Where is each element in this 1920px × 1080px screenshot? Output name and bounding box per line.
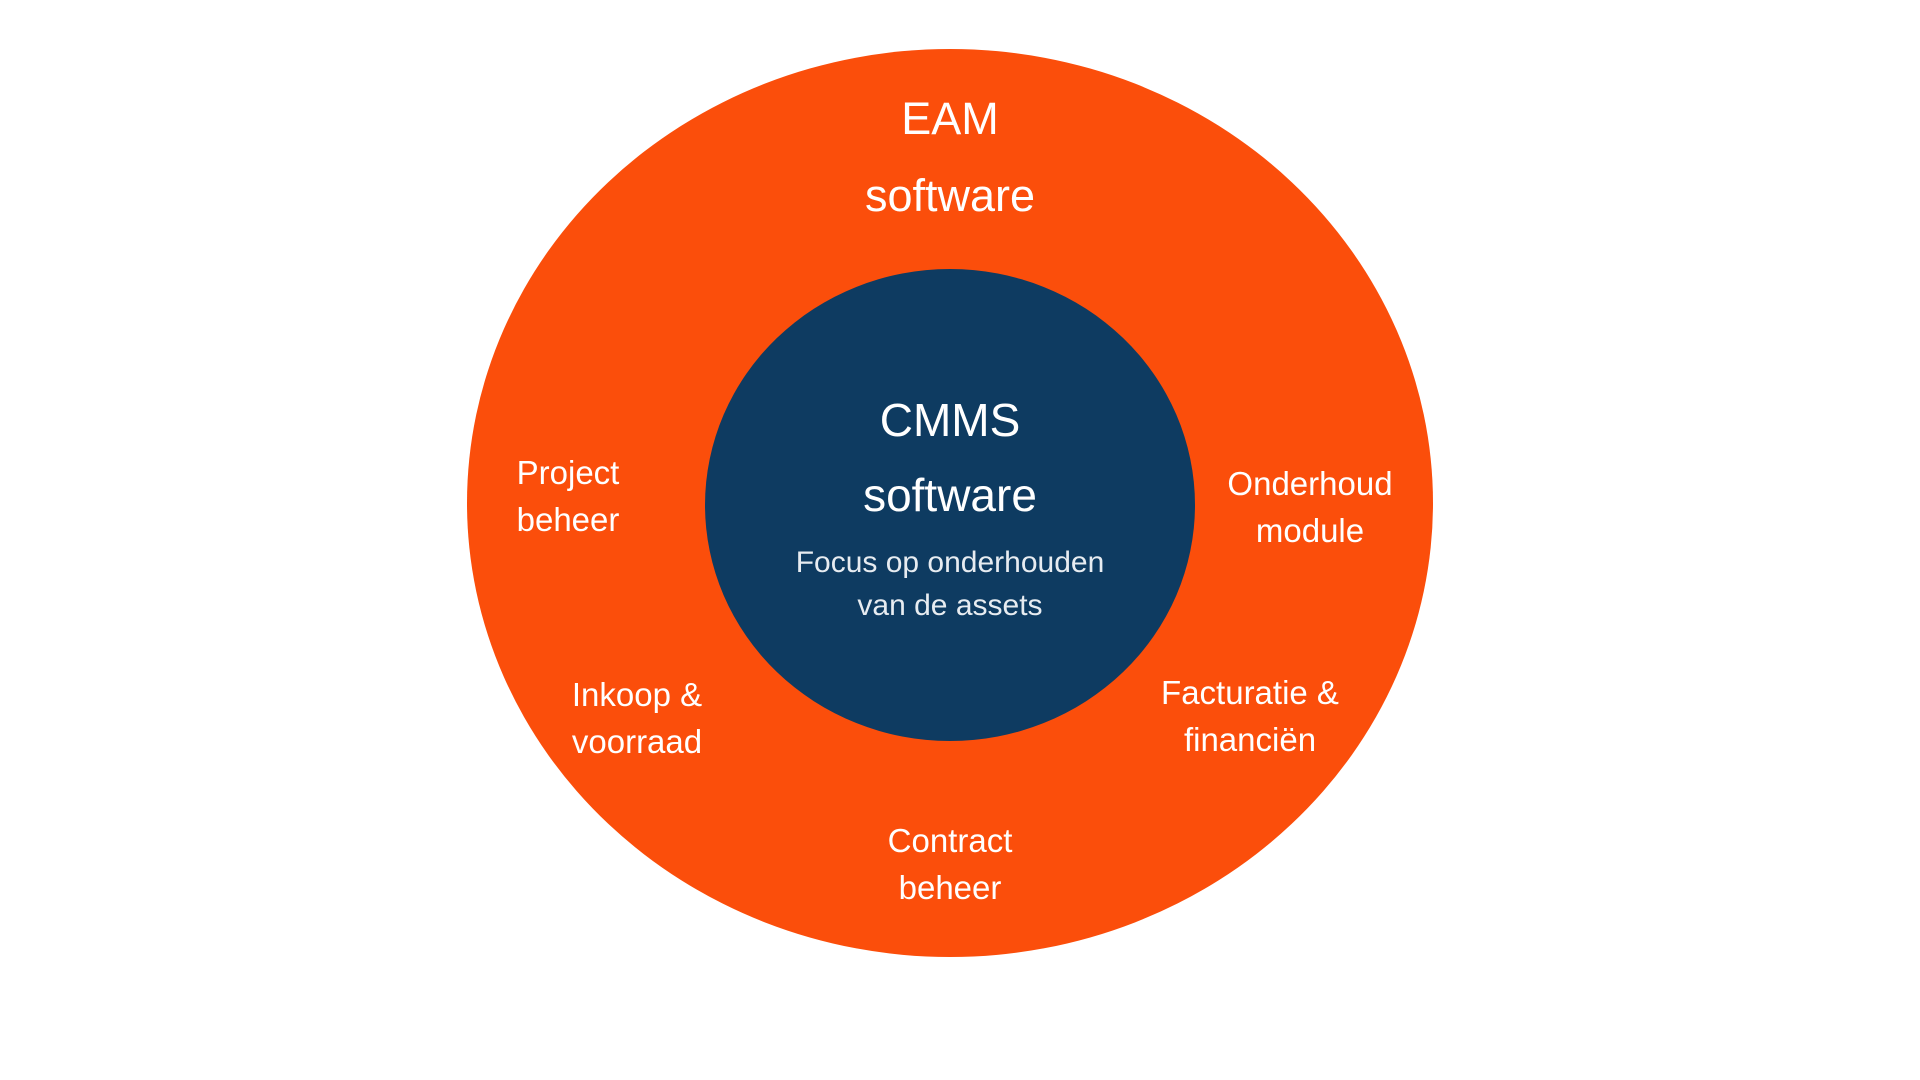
cmms-inner-circle: CMMS software Focus op onderhouden van d… xyxy=(705,269,1195,741)
module-onderhoud-line2: module xyxy=(1255,512,1365,549)
module-label-onderhoud-module: Onderhoud module xyxy=(1227,460,1392,554)
cmms-title: CMMS software xyxy=(863,383,1037,533)
module-project-line2: beheer xyxy=(516,501,620,538)
module-label-contract-beheer: Contract beheer xyxy=(888,817,1013,911)
module-contract-line1: Contract xyxy=(887,822,1013,859)
module-label-facturatie-financien: Facturatie & financiën xyxy=(1161,669,1339,763)
cmms-subtitle-line1: Focus op onderhouden xyxy=(795,546,1105,579)
module-facturatie-line1: Facturatie & xyxy=(1161,674,1339,711)
module-inkoop-line1: Inkoop & xyxy=(571,676,703,713)
cmms-subtitle-line2: van de assets xyxy=(857,589,1043,622)
cmms-title-line2: software xyxy=(863,469,1037,521)
eam-title-line2: software xyxy=(864,170,1036,221)
module-label-project-beheer: Project beheer xyxy=(517,449,620,543)
cmms-title-line1: CMMS xyxy=(879,394,1021,446)
eam-title: EAM software xyxy=(865,80,1035,234)
module-onderhoud-line1: Onderhoud xyxy=(1227,465,1393,502)
module-facturatie-line2: financiën xyxy=(1183,721,1317,758)
eam-title-line1: EAM xyxy=(901,93,999,144)
module-contract-line2: beheer xyxy=(898,869,1002,906)
cmms-subtitle: Focus op onderhouden van de assets xyxy=(796,541,1105,627)
module-label-inkoop-voorraad: Inkoop & voorraad xyxy=(572,671,702,765)
module-inkoop-line2: voorraad xyxy=(571,723,703,760)
module-project-line1: Project xyxy=(516,454,620,491)
